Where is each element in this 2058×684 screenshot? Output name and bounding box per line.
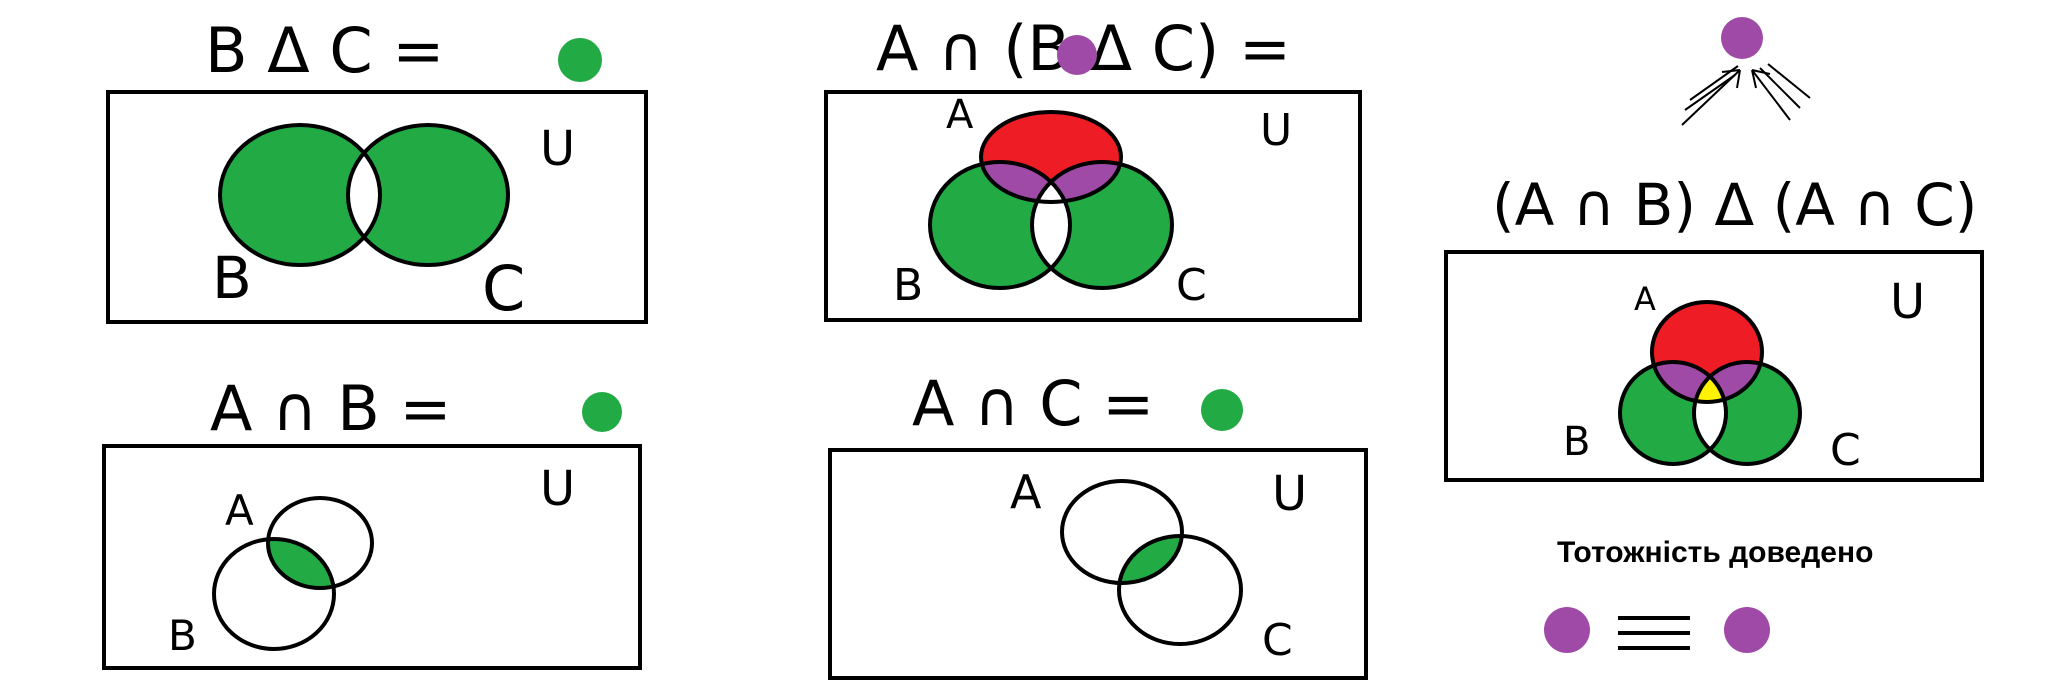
label-b: B — [168, 611, 197, 660]
label-b: B — [893, 260, 923, 311]
label-a: A — [1634, 280, 1656, 318]
result-marker-green — [558, 38, 602, 82]
venn-a-cap-b-sym-c — [928, 110, 1174, 290]
set-c-outline — [1117, 534, 1243, 646]
venn-ab-sym-ac — [1618, 300, 1802, 466]
panel-a-cap-c-title: A ∩ C = — [912, 367, 1154, 440]
arrows-to-marker — [1681, 63, 1811, 126]
set-c-region — [348, 125, 508, 265]
set-b-outline — [1618, 360, 1728, 466]
label-b: B — [1563, 419, 1590, 465]
conclusion: Тотожність доведено — [1544, 536, 1873, 653]
result-marker-green — [582, 392, 622, 432]
panel-a-cap-b-sym-c: A ∩ (B Δ C) = A B C U — [824, 12, 1362, 322]
set-c-outline — [1030, 160, 1174, 290]
label-c: C — [1830, 425, 1861, 476]
label-c: C — [1176, 260, 1207, 311]
set-b-region — [220, 125, 380, 265]
set-a-outline — [1650, 300, 1764, 404]
panel-b-sym-c-title: B Δ C = — [205, 14, 444, 87]
result-marker-purple-right — [1724, 607, 1770, 653]
panel-b-sym-c: B Δ C = B C U — [106, 14, 648, 325]
universe-label: U — [540, 121, 575, 177]
result-marker-purple-left — [1544, 607, 1590, 653]
universe-label: U — [1272, 466, 1307, 522]
venn-a-cap-c — [1060, 479, 1243, 646]
a-cap-b-highlight — [981, 162, 1070, 202]
result-marker-purple — [1721, 17, 1763, 59]
label-c: C — [482, 252, 525, 325]
label-a: A — [225, 486, 254, 535]
a-cap-b-highlight — [268, 539, 334, 588]
panel-ab-sym-ac-title: (A ∩ B) Δ (A ∩ C) — [1492, 171, 1977, 239]
panel-a-cap-b: A ∩ B = A B U — [102, 372, 642, 670]
set-c-outline — [346, 123, 510, 267]
set-b-outline — [218, 123, 382, 267]
panel-a-cap-b-title: A ∩ B = — [210, 372, 451, 445]
a-cap-c-highlight — [1119, 536, 1182, 583]
set-a-outline — [266, 496, 374, 590]
universe-rect — [828, 448, 1368, 680]
equiv-symbol — [1618, 616, 1690, 650]
venn-a-cap-b — [212, 496, 374, 651]
universe-label: U — [1890, 274, 1925, 330]
label-a: A — [1010, 465, 1042, 519]
universe-label: U — [540, 461, 575, 517]
universe-rect — [102, 444, 642, 670]
venn-b-sym-c — [218, 123, 510, 267]
result-marker-green — [1201, 389, 1243, 431]
panel-ab-sym-ac: (A ∩ B) Δ (A ∩ C) A B C U — [1444, 17, 1984, 482]
result-marker-purple — [1057, 35, 1097, 75]
set-a-outline — [1060, 479, 1184, 585]
label-a: A — [946, 92, 974, 138]
set-b-outline — [212, 537, 336, 651]
conclusion-text: Тотожність доведено — [1557, 536, 1873, 569]
set-c-outline — [1692, 360, 1802, 466]
label-c: C — [1262, 615, 1293, 666]
set-b-outline — [928, 160, 1072, 290]
universe-label: U — [1260, 105, 1292, 156]
a-cap-c-highlight — [1032, 162, 1121, 202]
panel-a-cap-c: A ∩ C = A C U — [828, 367, 1368, 680]
set-a-outline — [979, 110, 1123, 204]
label-b: B — [212, 244, 252, 312]
